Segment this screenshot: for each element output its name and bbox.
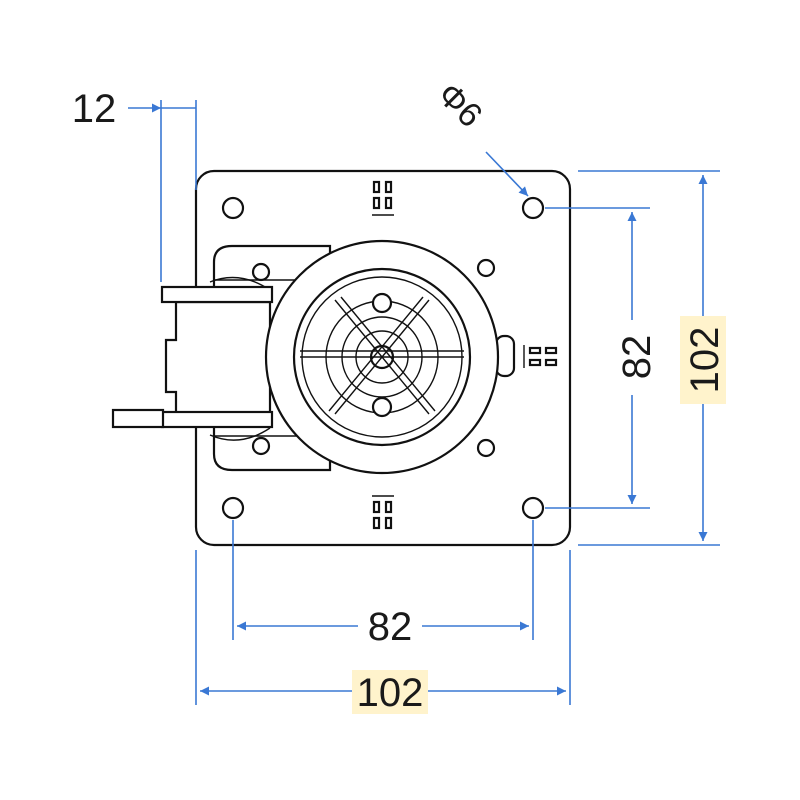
- screw-hole: [251, 436, 271, 456]
- screw-hole: [476, 438, 496, 458]
- lever-tab-top: [160, 285, 274, 304]
- overall-height-highlight: [680, 316, 726, 404]
- overall-height-label: 102: [683, 327, 727, 394]
- hole-spacing-horizontal-label: 82: [368, 605, 413, 649]
- overall-width-highlight: [352, 670, 428, 714]
- hub-slot-bottom: [371, 396, 393, 418]
- mounting-hole-bottom-left: [221, 496, 245, 520]
- mounting-hole-top-left: [221, 196, 245, 220]
- screw-hole: [476, 258, 496, 278]
- lever-tab-bottom: [160, 410, 274, 429]
- slot-marks-right: [523, 345, 558, 368]
- mounting-hole-top-right: [521, 196, 545, 220]
- hole-spacing-vertical-label: 82: [615, 335, 659, 380]
- slot-marks-top: [372, 180, 394, 216]
- screw-hole: [251, 262, 271, 282]
- slot-marks-bottom: [372, 495, 394, 530]
- mounting-hole-bottom-right: [521, 496, 545, 520]
- lever-body: [164, 300, 272, 416]
- lever-tip: [111, 408, 165, 429]
- hole-diameter-label: Φ6: [430, 76, 489, 135]
- hub-slot-top: [371, 292, 393, 314]
- part-outline: [111, 169, 572, 547]
- offset-label: 12: [72, 87, 117, 131]
- overall-width-label: 102: [357, 671, 424, 715]
- dimension-lines: [128, 100, 720, 705]
- hub-spokes: [300, 296, 464, 415]
